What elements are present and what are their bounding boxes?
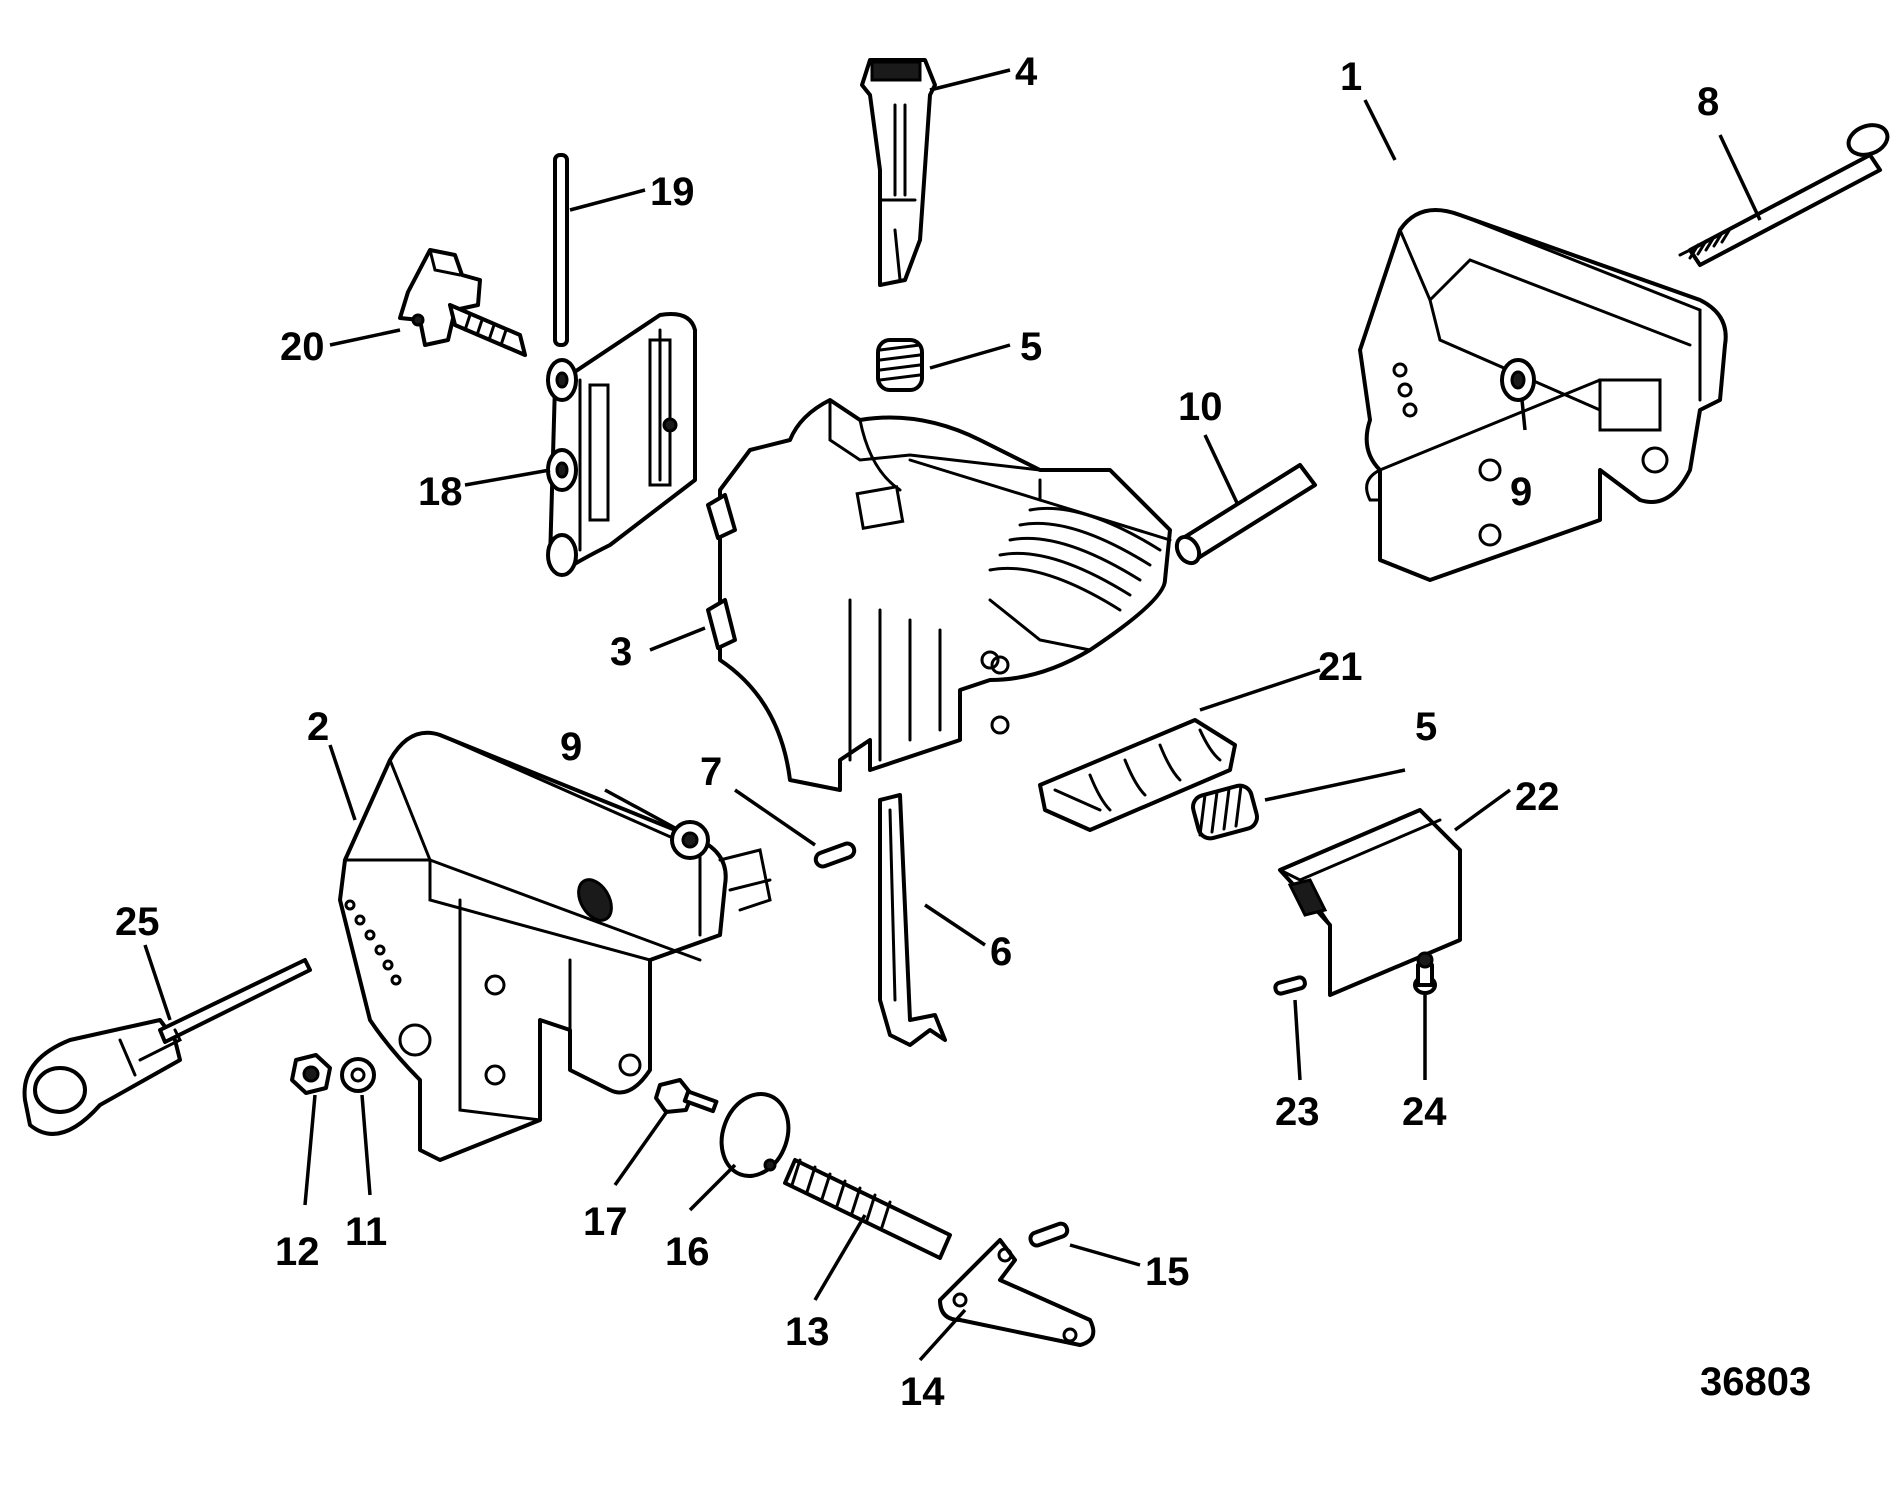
part-4-plunger [860, 58, 937, 287]
callout-3: 3 [610, 630, 632, 674]
part-24-screw [1413, 951, 1437, 995]
leader-12 [303, 1094, 317, 1206]
callout-25: 25 [115, 900, 160, 944]
part-15-pin [1028, 1221, 1070, 1248]
part-17-screw [654, 1078, 719, 1114]
callout-9-left: 9 [560, 725, 582, 769]
leader-15 [1069, 1243, 1141, 1267]
part-12-nut [290, 1053, 332, 1095]
part-16-disc [719, 1092, 791, 1178]
leader-lines [143, 68, 1762, 1362]
callout-23: 23 [1275, 1090, 1320, 1134]
callout-8: 8 [1697, 80, 1719, 124]
callout-12: 12 [275, 1230, 320, 1274]
leader-3 [649, 626, 706, 652]
callout-17: 17 [583, 1200, 628, 1244]
leader-8 [1718, 134, 1762, 221]
leader-19 [569, 188, 646, 212]
part-20-knob-screw [398, 248, 527, 357]
leader-1 [1363, 99, 1397, 161]
callout-labels: 1 2 3 4 5 5 6 7 8 9 9 10 11 12 13 14 15 … [115, 50, 1811, 1414]
leader-14 [918, 1308, 967, 1362]
leader-16 [688, 1163, 737, 1212]
leader-4 [929, 68, 1011, 92]
part-9-washer-left [670, 820, 710, 860]
callout-20: 20 [280, 325, 325, 369]
part-25-key-lanyard [22, 958, 312, 1136]
callout-22: 22 [1515, 775, 1560, 819]
callout-5-upper: 5 [1020, 325, 1042, 369]
part-11-washer [340, 1057, 376, 1093]
leader-13 [813, 1214, 867, 1301]
part-2-left-bracket [338, 730, 772, 1162]
part-5-spring-lower [1191, 783, 1259, 841]
part-14-arm [938, 1238, 1096, 1347]
part-18-hinge-cover [546, 312, 697, 577]
callout-1: 1 [1340, 55, 1362, 99]
callout-24: 24 [1402, 1090, 1447, 1134]
part-10-pin [1174, 463, 1317, 566]
callout-14: 14 [900, 1370, 945, 1414]
part-8-bolt [1678, 123, 1890, 267]
part-5-spring-upper [876, 338, 924, 392]
leader-20 [329, 328, 401, 347]
leader-2 [328, 744, 357, 821]
callout-11: 11 [345, 1210, 387, 1254]
part-21-detent-plate [1038, 718, 1237, 832]
leader-5a [929, 343, 1011, 370]
part-3-control-housing [706, 398, 1172, 792]
part-22-cover [1278, 808, 1462, 997]
part-23-pin [1273, 975, 1307, 996]
callout-10: 10 [1178, 385, 1223, 429]
part-9-washer-right [1500, 358, 1536, 402]
leader-10 [1203, 434, 1240, 506]
figure-number: 36803 [1700, 1360, 1811, 1404]
callout-13: 13 [785, 1310, 830, 1354]
callout-18: 18 [418, 470, 463, 514]
callout-9-right: 9 [1510, 470, 1532, 514]
part-19-rod [553, 153, 569, 347]
callout-21: 21 [1318, 645, 1363, 689]
leader-7 [734, 788, 816, 847]
part-6-lever [878, 793, 947, 1047]
callout-7: 7 [700, 750, 722, 794]
callout-15: 15 [1145, 1250, 1190, 1294]
leader-9a [1520, 399, 1527, 431]
callout-2: 2 [307, 705, 329, 749]
leader-21 [1199, 668, 1321, 712]
leader-9b [604, 788, 676, 830]
part-7-pin [813, 841, 857, 869]
callout-6: 6 [990, 930, 1012, 974]
callout-5-lower: 5 [1415, 705, 1437, 749]
leader-18 [464, 468, 551, 487]
part-1-right-bracket [1358, 208, 1728, 582]
leader-17 [613, 1108, 670, 1187]
leader-6 [924, 903, 986, 947]
leader-5b [1264, 768, 1406, 802]
callout-16: 16 [665, 1230, 710, 1274]
part-13-spring-rod [783, 1158, 952, 1260]
leader-25 [143, 944, 172, 1021]
leader-23 [1293, 999, 1302, 1081]
leader-22 [1453, 788, 1512, 832]
callout-4: 4 [1015, 50, 1038, 94]
leader-11 [360, 1094, 372, 1196]
callout-19: 19 [650, 170, 695, 214]
